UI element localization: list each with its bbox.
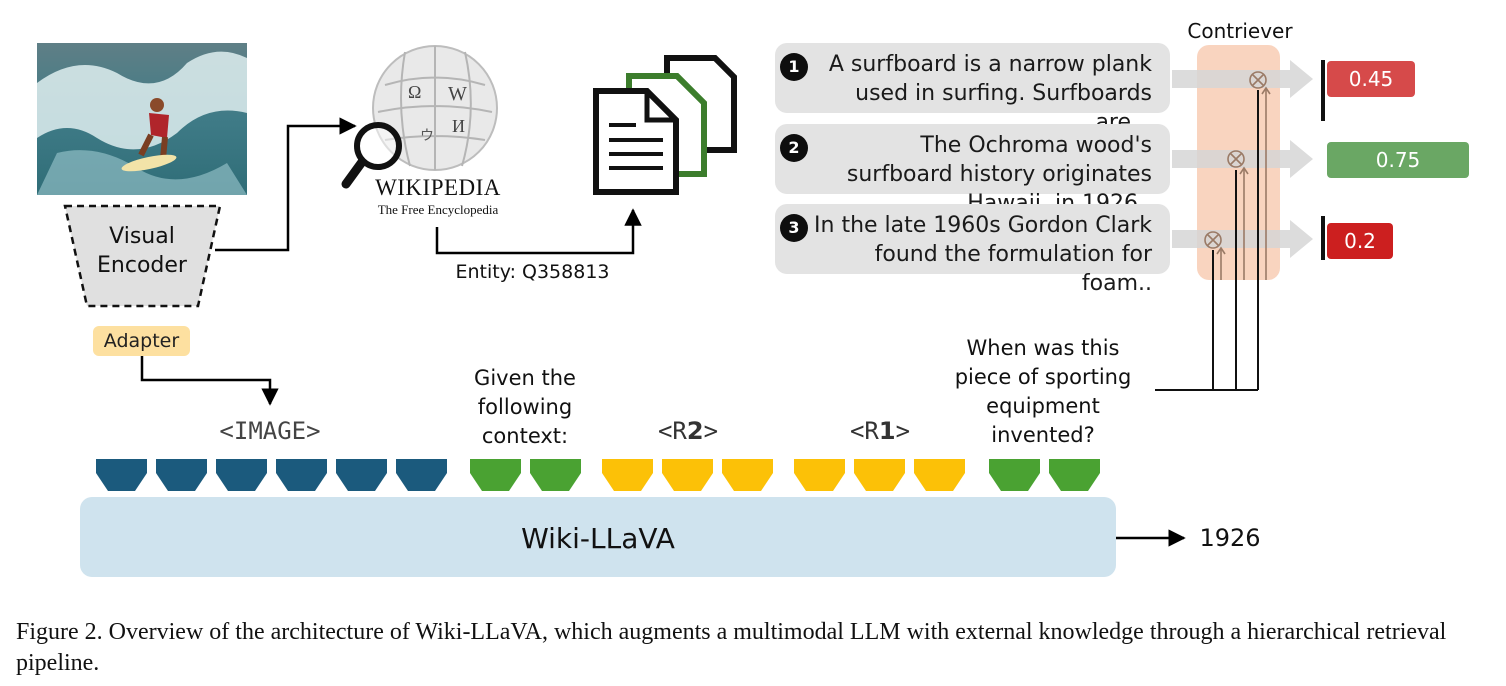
- encoder-to-wikipedia-arrow: [215, 117, 357, 252]
- image-token: [396, 459, 447, 491]
- entity-label: Entity: Q358813: [455, 261, 610, 283]
- r1-token: [794, 459, 845, 491]
- retrieval-score-2: 0.75: [1327, 142, 1469, 178]
- question-feed-lines: [1155, 90, 1259, 391]
- output-answer: 1926: [1199, 524, 1261, 552]
- adapter-to-image-arrow: [140, 356, 279, 406]
- wikipedia-logo: W Ω И ウ: [372, 45, 498, 171]
- magnifier-icon: [341, 122, 402, 189]
- r2-token: [662, 459, 713, 491]
- similarity-otimes-icons: [1204, 71, 1267, 249]
- image-token-label: <IMAGE>: [219, 417, 321, 445]
- token-sequence: [96, 459, 1100, 491]
- svg-text:ウ: ウ: [420, 128, 434, 144]
- question-text: When was this piece of sporting equipmen…: [954, 336, 1132, 447]
- context-token-label: Given the following context:: [474, 366, 576, 448]
- visual-encoder-block: [63, 204, 222, 308]
- wikipedia-title: WIKIPEDIA: [375, 175, 501, 200]
- retrieval-score-3: 0.2: [1327, 223, 1393, 259]
- document-number-badge: 1: [780, 53, 808, 81]
- document-text: In the late 1960s Gordon Clark found the…: [814, 213, 1152, 296]
- r2-token-label: <R2>: [657, 417, 719, 445]
- surfer-photo: [37, 43, 247, 195]
- r2-token: [722, 459, 773, 491]
- architecture-diagram: W Ω И ウ: [63, 45, 1325, 577]
- r1-token: [914, 459, 965, 491]
- svg-text:Ω: Ω: [408, 82, 421, 102]
- question-token: [989, 459, 1040, 491]
- image-token: [96, 459, 147, 491]
- figure-caption: Figure 2. Overview of the architecture o…: [16, 619, 1447, 676]
- retrieval-score-arrows: [1172, 60, 1313, 258]
- document-number-badge: 2: [780, 134, 808, 162]
- documents-icon: [593, 55, 737, 195]
- document-text: A surfboard is a narrow plank used in su…: [828, 52, 1152, 135]
- context-token: [470, 459, 521, 491]
- question-to-contriever-arrows: [1216, 86, 1271, 280]
- question-token: [1049, 459, 1100, 491]
- svg-text:И: И: [452, 116, 465, 136]
- contriever-label: Contriever: [1187, 19, 1293, 43]
- model-label: Wiki-LLaVA: [521, 522, 675, 555]
- adapter-label: Adapter: [103, 330, 180, 352]
- entity-arrow: [435, 208, 642, 255]
- image-token: [156, 459, 207, 491]
- wikipedia-subtitle: The Free Encyclopedia: [377, 202, 499, 217]
- image-token: [336, 459, 387, 491]
- svg-text:W: W: [448, 83, 467, 105]
- context-token: [530, 459, 581, 491]
- image-token: [216, 459, 267, 491]
- r1-token: [854, 459, 905, 491]
- wiki-llava-model-box: [80, 497, 1116, 577]
- r1-token-label: <R1>: [849, 417, 911, 445]
- retrieved-document-1: 1 A surfboard is a narrow plank used in s…: [775, 43, 1170, 135]
- adapter-box: Adapter: [93, 326, 190, 356]
- document-number-badge: 3: [780, 214, 808, 242]
- retrieval-score-1: 0.45: [1327, 61, 1415, 97]
- image-token: [276, 459, 327, 491]
- visual-encoder-label: Visual Encoder: [97, 224, 187, 278]
- r2-token: [602, 459, 653, 491]
